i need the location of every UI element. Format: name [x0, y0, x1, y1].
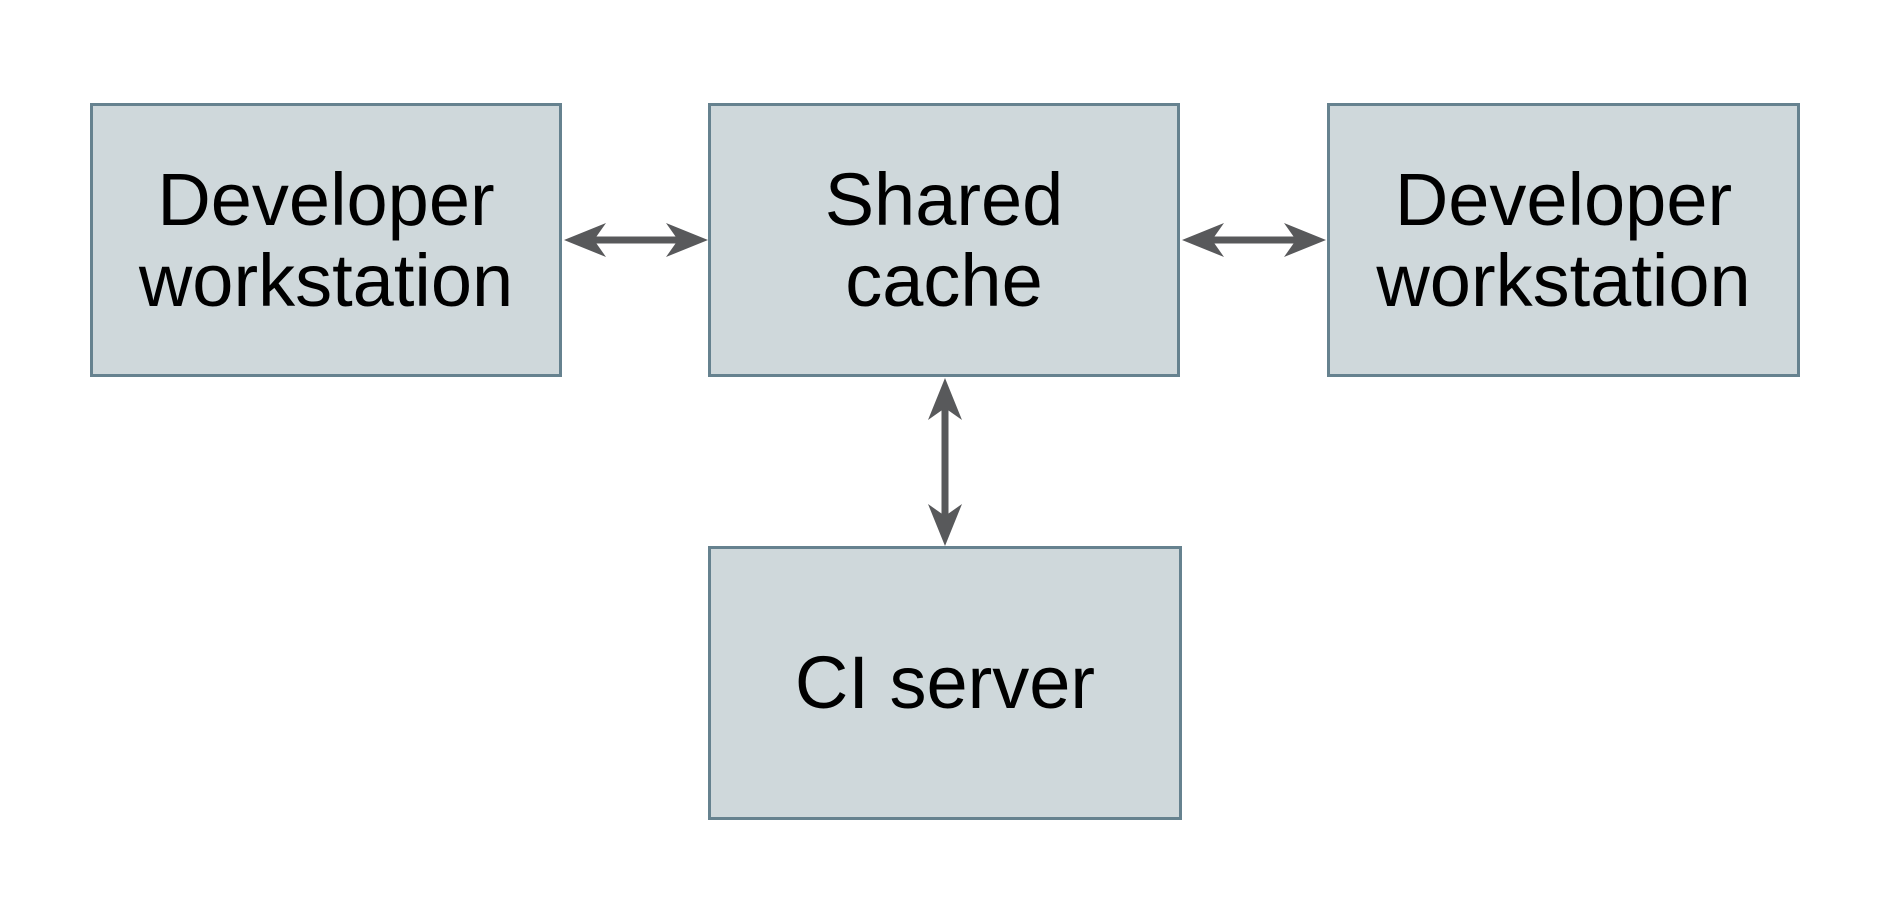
node-developer-workstation-left: Developer workstation: [90, 103, 562, 377]
node-shared-cache: Shared cache: [708, 103, 1180, 377]
node-label: Developer workstation: [138, 157, 514, 322]
bidirectional-arrow-cache-workstation-right: [1182, 223, 1326, 257]
node-ci-server: CI server: [708, 546, 1182, 820]
node-label: CI server: [794, 641, 1096, 725]
bidirectional-arrow-cache-ci-server: [928, 378, 962, 546]
bidirectional-arrow-workstation-left-cache: [564, 223, 708, 257]
node-label: Developer workstation: [1376, 157, 1751, 322]
node-label: Shared cache: [824, 157, 1064, 322]
node-developer-workstation-right: Developer workstation: [1327, 103, 1800, 377]
